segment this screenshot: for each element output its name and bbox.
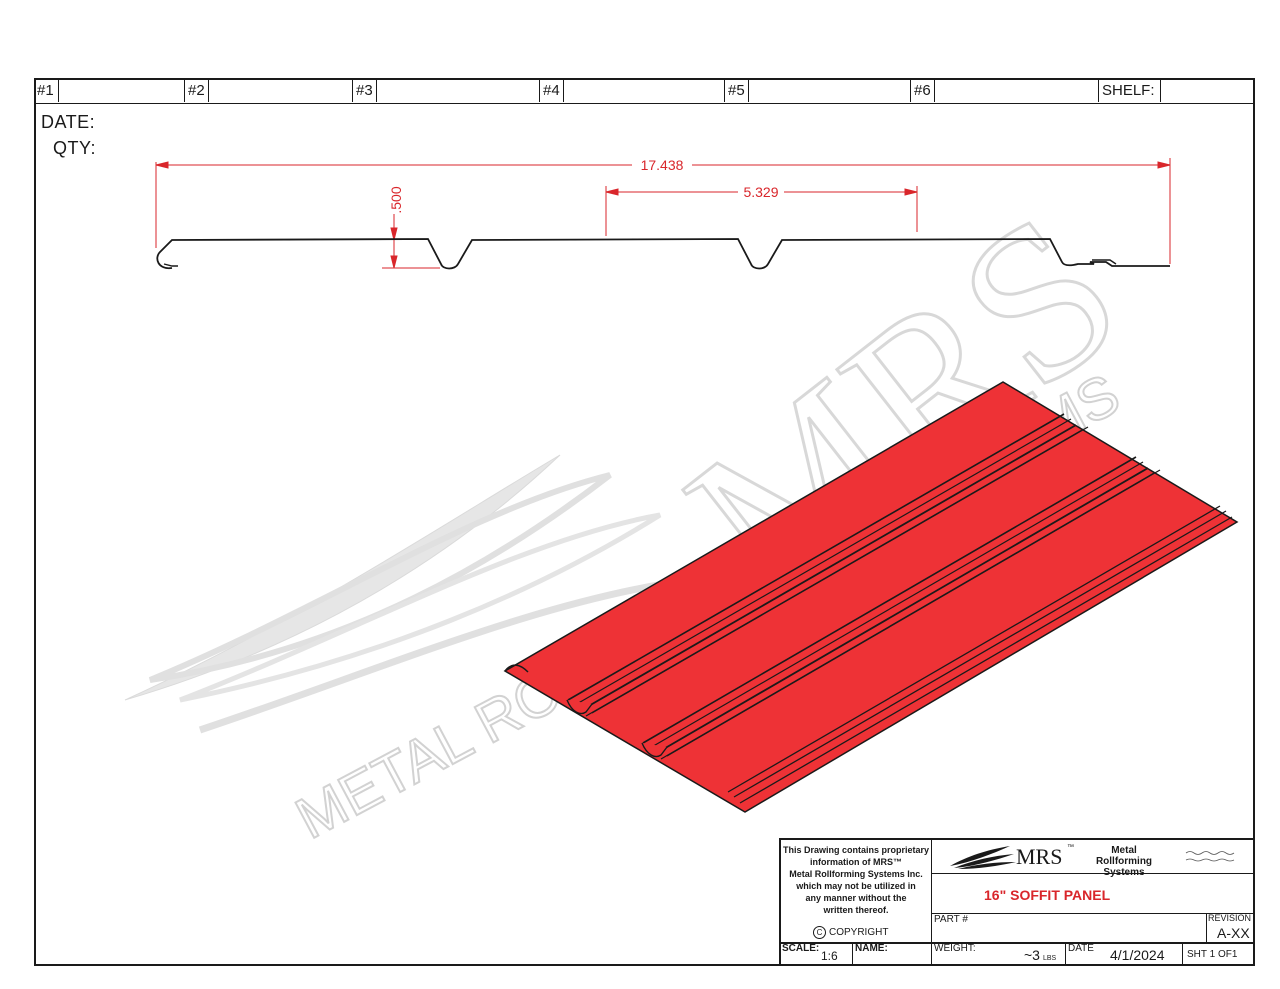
slot-box-shelf — [1098, 78, 1161, 102]
watermark-swoosh-4 — [198, 576, 691, 734]
panel-rib-right-end — [641, 742, 668, 758]
panel-edge-lock — [727, 505, 1233, 804]
copyright-text: COPYRIGHT — [829, 927, 889, 938]
panel-rib-left-end — [566, 699, 593, 715]
panel-rib-left — [567, 413, 1089, 717]
dimension-labels: 17.438 5.329 .500 — [388, 157, 779, 214]
notice-line-5: any manner without the — [805, 893, 907, 903]
watermark-swoosh-2 — [148, 472, 612, 683]
slot-label-2: #2 — [184, 78, 205, 102]
slot-label-1: #1 — [37, 82, 54, 99]
panel-profile — [156, 238, 1170, 270]
weight-cell: WEIGHT: ~3 LBS — [932, 943, 1066, 965]
notice-line-1: This Drawing contains proprietary — [782, 845, 930, 855]
scale-value: 1:6 — [821, 949, 838, 963]
slot-label-4: #4 — [539, 78, 560, 102]
sheet-value: SHT 1 OF1 — [1187, 949, 1238, 960]
part-title: 16" SOFFIT PANEL — [984, 887, 1111, 903]
panel-rib-right — [642, 456, 1161, 760]
slot-box-6 — [910, 78, 935, 102]
part-number-label: PART # — [934, 914, 968, 925]
dimension-annotations — [155, 158, 1171, 269]
scale-cell: SCALE: 1:6 — [781, 943, 853, 965]
slot-box-1 — [34, 78, 59, 102]
date-value: 4/1/2024 — [1110, 947, 1165, 963]
rib-height-arrow-top — [390, 227, 398, 241]
copyright-icon: C — [813, 926, 826, 939]
watermark-swoosh-3 — [179, 512, 662, 703]
rib-height-arrow-bottom — [390, 255, 398, 269]
weight-label: WEIGHT: — [934, 943, 976, 954]
logo-row: MRS ™ Metal Rollforming Systems — [932, 840, 1253, 878]
pitch-arrow-left — [605, 188, 619, 196]
soffit-panel-isometric — [503, 381, 1239, 813]
weight-value: ~3 — [1024, 947, 1040, 963]
name-cell: NAME: — [853, 943, 932, 965]
panel-surface — [503, 381, 1239, 813]
slot-label-shelf: SHELF: — [1098, 78, 1155, 102]
overall-arrow-right — [1157, 161, 1171, 169]
slot-label-6: #6 — [910, 78, 931, 102]
pitch-arrow-right — [904, 188, 918, 196]
date-label: DATE: — [41, 112, 96, 132]
overall-dimension-label: 17.438 — [641, 157, 684, 173]
overall-arrow-left — [155, 161, 169, 169]
slot-box-3 — [352, 78, 377, 102]
drawing-frame — [34, 78, 1255, 966]
slot-label-3: #3 — [352, 78, 373, 102]
notice-line-6: written thereof. — [823, 905, 889, 915]
qty-label: QTY: — [53, 138, 97, 158]
sheet-cell: SHT 1 OF1 — [1183, 943, 1253, 965]
notice-line-2: information of MRS™ — [810, 857, 902, 867]
panel-profile-hem — [163, 259, 1117, 267]
date-cell: DATE 4/1/2024 — [1066, 943, 1183, 965]
notice-line-4: which may not be utilized in — [796, 881, 916, 891]
company-line-1: Metal Rollforming — [1095, 845, 1153, 867]
slot-row: #1 #2 #3 #4 #5 #6 SHELF: — [34, 78, 1255, 104]
date-label-tb: DATE — [1068, 943, 1094, 954]
mrs-logo-swoosh-icon — [950, 846, 1016, 869]
slot-box-4 — [539, 78, 564, 102]
scale-label: SCALE: — [782, 943, 820, 954]
panel-hem-edge — [504, 664, 529, 673]
part-number-cell: PART # — [932, 914, 1207, 944]
logo-text: MRS — [1016, 844, 1063, 869]
rib-height-label: .500 — [388, 186, 404, 213]
logo-trademark: ™ — [1067, 844, 1074, 851]
slot-label-5: #5 — [724, 78, 745, 102]
title-block: This Drawing contains proprietary inform… — [779, 838, 1255, 966]
notice-cell: This Drawing contains proprietary inform… — [781, 840, 932, 944]
company-line-2: Systems — [1103, 867, 1145, 878]
revision-label: REVISION — [1208, 913, 1252, 923]
company-name: Metal Rollforming Systems — [1082, 845, 1166, 878]
notice-line-3: Metal Rollforming Systems Inc. — [789, 869, 923, 879]
copyright-line: C COPYRIGHT — [813, 926, 888, 939]
pitch-dimension-label: 5.329 — [743, 184, 778, 200]
bottom-row-divider — [781, 942, 1253, 944]
part-title-row: 16" SOFFIT PANEL — [932, 874, 1253, 914]
slot-box-2 — [184, 78, 209, 102]
revision-cell: REVISION A-XX — [1207, 913, 1253, 944]
signature-scribble-icon — [1185, 851, 1235, 862]
name-label: NAME: — [855, 943, 888, 954]
revision-value: A-XX — [1217, 925, 1250, 941]
slot-box-5 — [724, 78, 749, 102]
weight-unit: LBS — [1043, 955, 1057, 962]
proprietary-notice: This Drawing contains proprietary inform… — [781, 840, 931, 916]
